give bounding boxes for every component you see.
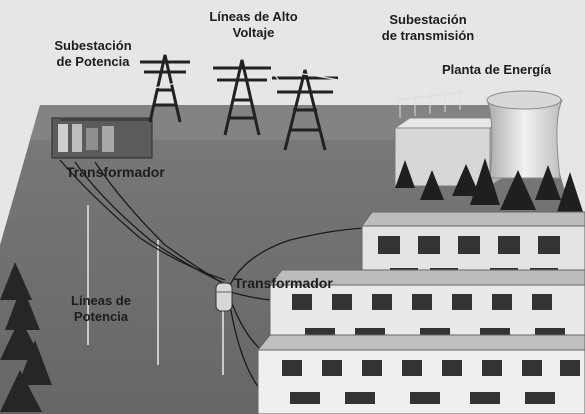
power-plant (393, 90, 563, 187)
label-line: de transmisión (381, 28, 475, 43)
high-voltage-lines (97, 63, 401, 104)
label-line: Subestación (54, 38, 132, 53)
label-lineas-potencia: Líneas de Potencia (56, 293, 146, 325)
label-line: Potencia (73, 309, 129, 324)
label-subestacion-potencia: Subestación de Potencia (39, 38, 147, 70)
transmission-towers (140, 54, 338, 151)
label-line: de Potencia (56, 54, 130, 69)
trees-left (0, 262, 52, 412)
label-subestacion-transmision: Subestación de transmisión (362, 12, 494, 44)
label-transformador-top: Transformador (66, 164, 165, 180)
label-planta-energia: Planta de Energía (442, 62, 552, 77)
power-substation (51, 117, 153, 159)
label-line: Líneas de (71, 293, 131, 308)
houses (256, 211, 585, 414)
label-lineas-alto-voltaje: Líneas de Alto Voltaje (197, 9, 310, 41)
transmission-substation (394, 88, 466, 118)
label-line: Voltaje (232, 25, 275, 40)
label-line: Subestación (389, 12, 467, 27)
pole-transformer (215, 282, 233, 312)
label-line: Líneas de Alto (209, 9, 298, 24)
trees-right (395, 158, 585, 218)
label-transformador-mid: Transformador (234, 275, 333, 291)
